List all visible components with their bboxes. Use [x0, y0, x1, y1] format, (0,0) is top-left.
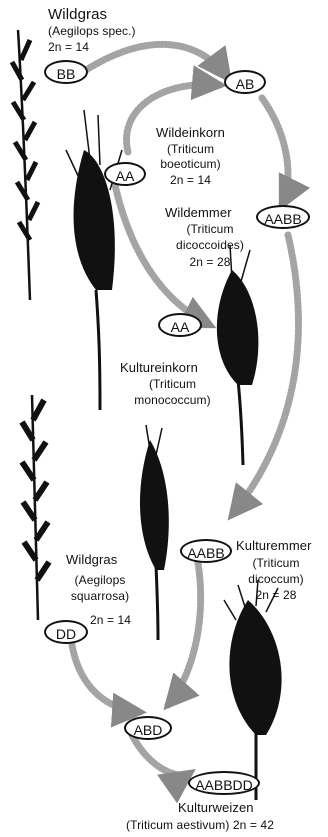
- arrow-bb-to-ab: [86, 44, 228, 78]
- wildgras-1-name: Wildgras: [48, 6, 107, 23]
- genome-aabb-kultur: AABB: [180, 539, 232, 563]
- wildemmer-latin-1: (Triticum: [160, 222, 260, 236]
- wildemmer-chromosomes: 2n = 28: [160, 255, 260, 269]
- genome-abd: ABD: [124, 716, 172, 740]
- kultureinkorn-ear: [217, 245, 259, 465]
- kulturweizen-ear: [224, 580, 282, 800]
- kulturweizen-name: Kulturweizen: [178, 800, 254, 815]
- wildeinkorn-chromosomes: 2n = 14: [143, 173, 238, 187]
- kulturemmer-chromosomes: 2n = 28: [226, 588, 326, 602]
- arrow-ab-to-aabb: [262, 98, 288, 205]
- genome-aabb-wild: AABB: [256, 205, 310, 229]
- wildeinkorn-latin-2: boeoticum): [143, 157, 238, 171]
- kulturweizen-latin: (Triticum aestivum) 2n = 42: [126, 818, 274, 832]
- kulturemmer-name: Kulturemmer: [236, 538, 312, 553]
- wildemmer-latin-2: dicoccoides): [160, 238, 260, 252]
- kulturemmer-latin-1: (Triticum: [226, 556, 326, 570]
- kultureinkorn-latin-1: (Triticum: [120, 377, 225, 391]
- wildgras-1-chromosomes: 2n = 14: [48, 40, 89, 54]
- genome-aa-wild: AA: [104, 162, 146, 186]
- wildemmer-name: Wildemmer: [165, 205, 232, 220]
- arrow-aabb-to-abd: [168, 552, 201, 705]
- genome-aabbdd: AABBDD: [188, 771, 260, 795]
- kultureinkorn-latin-2: monococcum): [120, 393, 225, 407]
- wildgras-1-species: (Aegilops spec.): [48, 24, 136, 38]
- wildeinkorn-ear: [66, 110, 122, 410]
- wildeinkorn-latin-1: (Triticum: [143, 142, 238, 156]
- genome-ab: AB: [224, 70, 266, 94]
- wildgras-aegilops-ear: [12, 30, 38, 300]
- genome-dd: DD: [44, 620, 88, 644]
- wildgras-2-latin-2: squarrosa): [60, 589, 140, 603]
- genome-bb: BB: [44, 60, 88, 84]
- kulturemmer-ear: [140, 425, 169, 640]
- kultureinkorn-name: Kultureinkorn: [120, 360, 198, 375]
- wildeinkorn-name: Wildeinkorn: [143, 125, 238, 140]
- arrow-abd-to-aabbdd: [132, 735, 190, 775]
- wildgras-2-chromosomes: 2n = 14: [90, 613, 131, 627]
- wildgras-squarrosa-ear: [22, 395, 49, 620]
- kulturemmer-latin-2: dicoccum): [226, 572, 326, 586]
- arrow-dd-to-abd: [72, 645, 140, 712]
- genome-aa-kultur: AA: [158, 313, 202, 337]
- wildgras-2-latin-1: (Aegilops: [60, 573, 140, 587]
- wildgras-2-name: Wildgras: [66, 552, 117, 567]
